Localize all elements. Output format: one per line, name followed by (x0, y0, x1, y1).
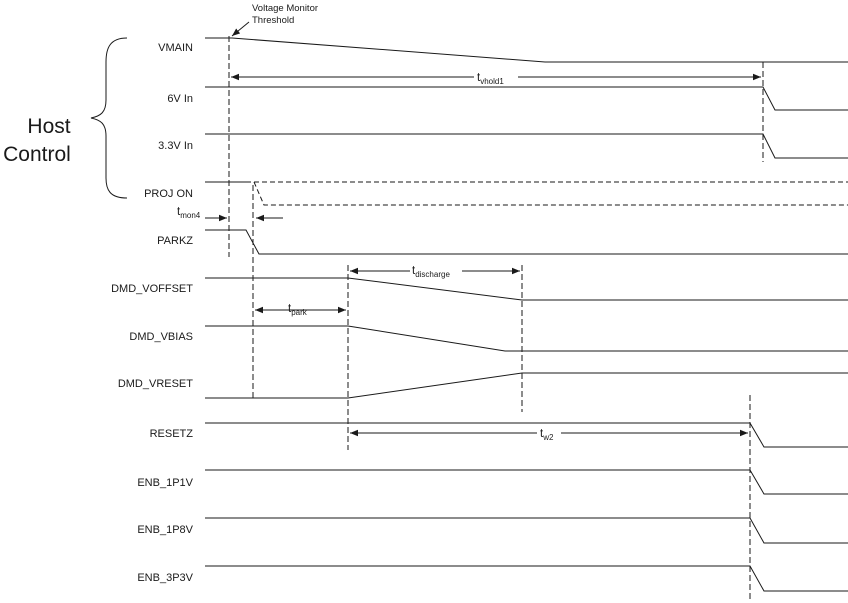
waveform-resetz (205, 422, 848, 448)
waveform-enb-1p1v (205, 469, 848, 495)
tw2-label: tw2 (540, 428, 554, 442)
signal-label-enb-3p3v: ENB_3P3V (137, 572, 193, 584)
waveform-vmain (205, 37, 848, 63)
signal-label-enb-1p8v: ENB_1P8V (137, 524, 193, 536)
host-control-brace (90, 37, 128, 199)
waveform-dmd-voffset (205, 277, 848, 301)
signal-label-enb-1p1v: ENB_1P1V (137, 477, 193, 489)
tdischarge-label: tdischarge (412, 265, 450, 279)
signal-label-dmd-voffset: DMD_VOFFSET (111, 283, 193, 295)
host-control-label-line2: Control (3, 143, 71, 166)
host-control-label-line1: Host (27, 115, 70, 138)
signal-label-6v-in: 6V In (167, 93, 193, 105)
waveform-enb-3p3v (205, 565, 848, 592)
signal-label-3v3-in: 3.3V In (158, 140, 193, 152)
tdischarge-label-bg (410, 264, 462, 277)
tvhold1-label-bg (474, 69, 518, 83)
tpark-label: tpark (288, 303, 308, 317)
signal-label-dmd-vreset: DMD_VRESET (118, 378, 193, 390)
tw2-label-bg (537, 426, 561, 440)
signal-label-vmain: VMAIN (158, 42, 193, 54)
voltage-monitor-pointer (231, 21, 250, 37)
signal-label-proj-on: PROJ ON (144, 188, 193, 200)
waveform-enb-1p8v (205, 517, 848, 544)
waveform-3v3-in (205, 133, 848, 159)
signal-label-parkz: PARKZ (157, 235, 193, 247)
signal-label-resetz: RESETZ (150, 428, 194, 440)
signal-label-dmd-vbias: DMD_VBIAS (129, 331, 193, 343)
tvhold1-label: tvhold1 (477, 72, 504, 86)
waveform-dmd-vbias (205, 325, 848, 352)
waveform-dmd-vreset (205, 372, 848, 399)
waveform-proj-on-dashed-fall (253, 181, 848, 206)
tmon4-label: tmon4 (177, 206, 201, 220)
voltage-monitor-annotation-line2: Threshold (252, 15, 294, 26)
waveform-6v-in (205, 86, 848, 111)
waveform-parkz (205, 229, 848, 255)
voltage-monitor-annotation-line1: Voltage Monitor (252, 3, 318, 14)
